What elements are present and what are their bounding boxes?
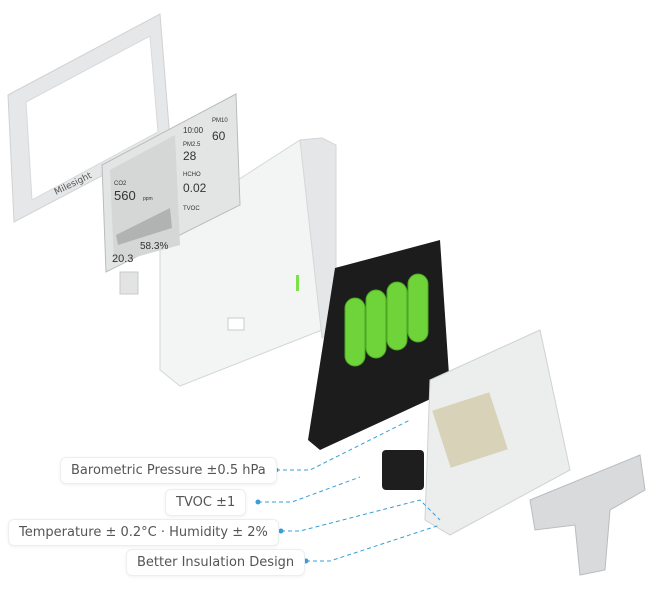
status-led <box>296 275 299 291</box>
callout-temperature-humidity: Temperature ± 0.2°C · Humidity ± 2% <box>8 519 279 546</box>
lcd-co2-unit: ppm <box>143 196 153 202</box>
batteries <box>344 273 429 367</box>
lcd-co2-label: CO2 <box>114 181 127 187</box>
lcd-pm10-value: 60 <box>212 129 226 143</box>
lcd-pm10-label: PM10 <box>212 118 228 124</box>
front-frame: Milesight <box>7 13 171 223</box>
lcd-humidity-value: 58.3% <box>140 241 168 252</box>
callout-barometric-pressure: Barometric Pressure ±0.5 hPa <box>60 457 277 484</box>
mounting-bracket <box>529 454 646 576</box>
callout-tvoc: TVOC ±1 <box>165 489 247 516</box>
lcd-tvoc-label: TVOC <box>183 206 200 212</box>
lcd-hcho-value: 0.02 <box>183 181 207 195</box>
lcd-panel: 10:00 PM10 60 PM2.5 28 HCHO 0.02 TVOC CO… <box>101 93 241 295</box>
front-housing <box>159 137 337 387</box>
lcd-pm25-value: 28 <box>183 149 197 163</box>
sensor-module <box>382 450 424 490</box>
pcb-board <box>308 240 450 450</box>
lcd-co2-value: 560 <box>114 188 136 203</box>
callout-dot <box>255 499 261 505</box>
co2-history-graph <box>116 208 172 245</box>
lcd-hcho-label: HCHO <box>183 172 201 178</box>
callout-leaders <box>258 419 441 562</box>
callout-insulation-design: Better Insulation Design <box>126 549 306 576</box>
back-housing <box>382 329 571 536</box>
callout-dot <box>278 528 284 534</box>
lcd-time: 10:00 <box>183 126 204 135</box>
lcd-temperature-value: 20.3 <box>112 253 133 265</box>
lcd-pm25-label: PM2.5 <box>183 142 201 148</box>
